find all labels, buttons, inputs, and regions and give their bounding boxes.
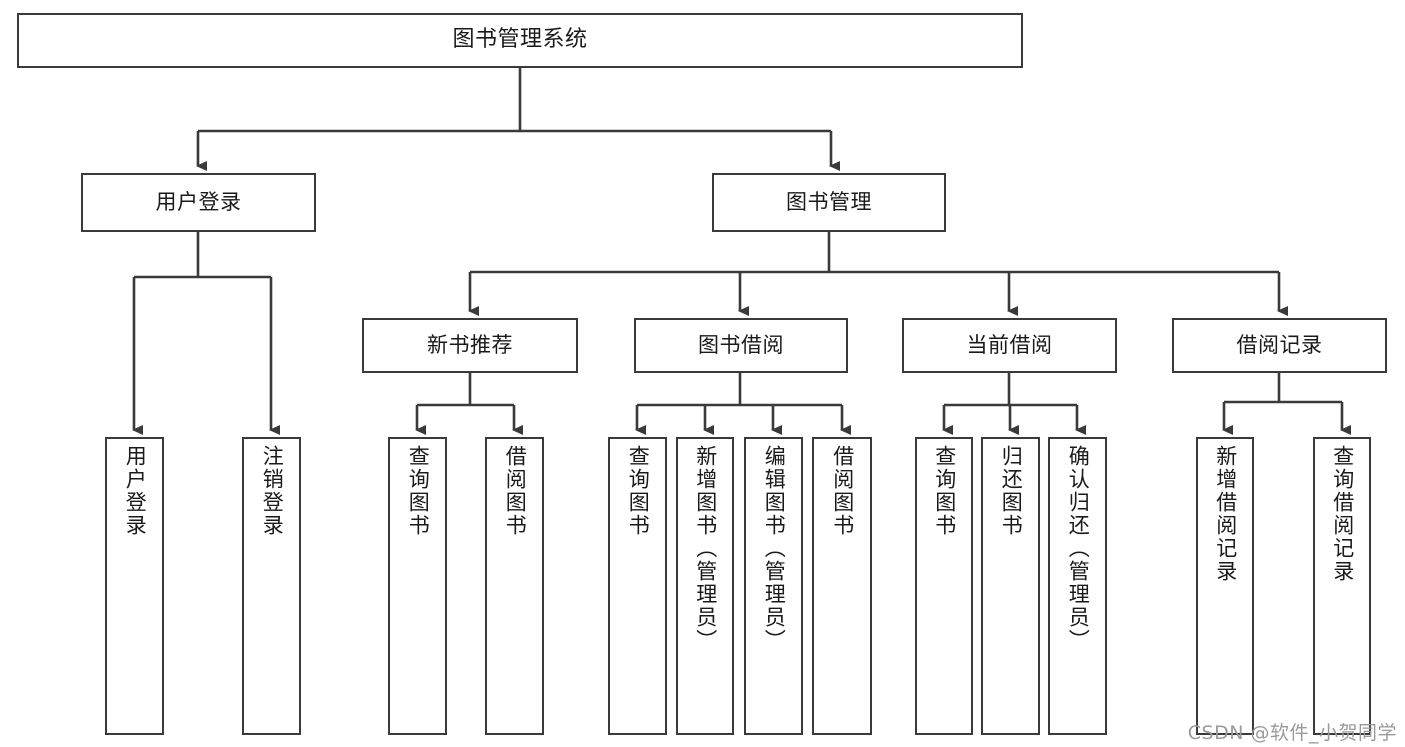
node-label: 注销登录: [260, 445, 285, 537]
node-label: 确认归还（管理员）: [1066, 445, 1091, 652]
watermark-text: CSDN @软件_小贺同学: [1187, 722, 1397, 744]
leaf-query-book-new[interactable]: 查询图书: [388, 437, 447, 735]
leaf-add-book-admin[interactable]: 新增图书（管理员）: [676, 437, 734, 735]
node-label: 用户登录: [123, 445, 148, 537]
node-book-management[interactable]: 图书管理: [712, 173, 946, 232]
node-label: 归还图书: [999, 445, 1024, 537]
node-label: 当前借阅: [966, 332, 1053, 357]
leaf-query-book-borrow[interactable]: 查询图书: [608, 437, 667, 735]
node-label: 查询图书: [932, 445, 957, 537]
node-label: 查询借阅记录: [1330, 445, 1355, 583]
leaf-return-book[interactable]: 归还图书: [981, 437, 1040, 735]
leaf-query-borrow-record[interactable]: 查询借阅记录: [1313, 437, 1371, 735]
leaf-query-book-current[interactable]: 查询图书: [915, 437, 973, 735]
leaf-user-login[interactable]: 用户登录: [105, 437, 164, 735]
node-book-borrow[interactable]: 图书借阅: [634, 318, 848, 373]
node-user-login[interactable]: 用户登录: [81, 173, 316, 232]
node-label: 图书管理: [786, 189, 872, 214]
leaf-borrow-book[interactable]: 借阅图书: [812, 437, 872, 735]
node-label: 图书管理系统: [452, 27, 588, 53]
node-label: 新书推荐: [427, 332, 513, 357]
leaf-edit-book-admin[interactable]: 编辑图书（管理员）: [744, 437, 803, 735]
node-label: 新增图书（管理员）: [693, 445, 718, 652]
node-label: 用户登录: [155, 189, 242, 214]
node-label: 借阅图书: [503, 445, 528, 537]
node-new-book-recommend[interactable]: 新书推荐: [362, 318, 578, 373]
node-root-system[interactable]: 图书管理系统: [17, 13, 1023, 68]
node-label: 编辑图书（管理员）: [762, 445, 787, 652]
leaf-borrow-book-new[interactable]: 借阅图书: [485, 437, 544, 735]
leaf-logout[interactable]: 注销登录: [242, 437, 301, 735]
node-borrow-record[interactable]: 借阅记录: [1172, 318, 1387, 373]
node-label: 借阅记录: [1236, 332, 1323, 357]
leaf-add-borrow-record[interactable]: 新增借阅记录: [1196, 437, 1254, 735]
node-current-borrow[interactable]: 当前借阅: [902, 318, 1117, 373]
node-label: 查询图书: [406, 445, 431, 537]
node-label: 新增借阅记录: [1213, 445, 1238, 583]
node-label: 查询图书: [626, 445, 651, 537]
node-label: 图书借阅: [698, 332, 784, 357]
leaf-confirm-return-admin[interactable]: 确认归还（管理员）: [1048, 437, 1107, 735]
node-label: 借阅图书: [830, 445, 855, 537]
